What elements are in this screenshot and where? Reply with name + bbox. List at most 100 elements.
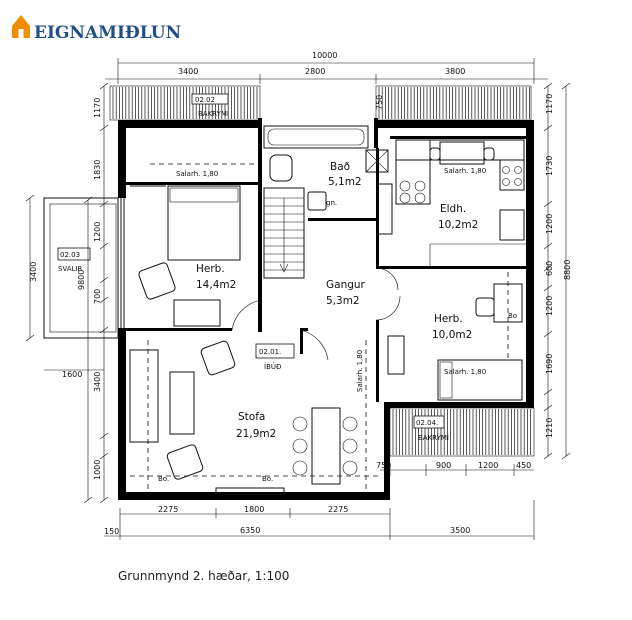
dimension-tick [99, 242, 109, 250]
dimension-tick [99, 82, 109, 90]
drawing-caption: Grunnmynd 2. hæðar, 1:100 [118, 569, 289, 583]
dim-br-1200: 1200 [478, 461, 498, 470]
dim-right-6: 1690 [545, 354, 554, 374]
room-eldh-name: Eldh. [440, 203, 466, 215]
dim-top-2: 2800 [305, 67, 325, 76]
bottom-dimensions: 2275 1800 2275 6350 3500 150 750 900 120… [104, 461, 535, 540]
dim-bottom-3: 2275 [328, 505, 348, 514]
dim-bottom-2: 1800 [244, 505, 264, 514]
dim-left-6: 3400 [93, 372, 102, 392]
dimension-tick [99, 326, 109, 334]
salarh-3: Salarh. 1,80 [444, 368, 486, 376]
bakrymi-top: 02.02 BAKRÝMI [109, 85, 532, 121]
dim-br-900: 900 [436, 461, 451, 470]
dimension-tick [561, 82, 571, 90]
room-eldh-area: 10,2m2 [438, 219, 478, 231]
dimension-tick [99, 124, 109, 132]
salarh-1: Salarh. 1,80 [176, 170, 218, 178]
dim-left-3: 1200 [93, 222, 102, 242]
dimension-tick [99, 296, 109, 304]
svalir-code: 02.03 [60, 251, 80, 259]
left-dimensions: 1170 1830 1200 9800 700 3400 1000 3400 1… [25, 82, 384, 504]
dim-left-1: 1170 [93, 98, 102, 118]
dimension-tick [99, 496, 109, 504]
room-herb-right-area: 10,0m2 [432, 329, 472, 341]
dim-left-2: 1830 [93, 160, 102, 180]
bakrymi-bottom: 02.04. BAKRÝMI [389, 407, 535, 457]
dimension-tick [543, 404, 553, 412]
room-labels: Bað 5,1m2 gn. Eldh. 10,2m2 Herb. 14,4m2 … [158, 161, 517, 483]
dimension-tick [25, 334, 35, 342]
dim-right-total: 8800 [563, 260, 572, 280]
top-dimensions: 10000 3400 2800 3800 [105, 51, 548, 84]
dimension-tick [99, 276, 109, 284]
dim-bottom-total-2: 3500 [450, 526, 470, 535]
dim-right-1: 1170 [545, 94, 554, 114]
stairs [263, 187, 305, 279]
bedroom-left [130, 163, 254, 327]
room-stofa-name: Stofa [238, 411, 265, 423]
dim-right-7: 1210 [545, 418, 554, 438]
house-icon [12, 15, 30, 38]
dim-right-5: 1200 [545, 296, 554, 316]
bedroom-right [387, 272, 523, 401]
bo-2: Bo. [262, 475, 273, 483]
living-room [129, 340, 380, 495]
dimension-tick [83, 496, 93, 504]
dimension-tick [99, 200, 109, 208]
bo-3: Bo [508, 312, 517, 320]
dim-left-7: 1000 [93, 460, 102, 480]
dim-left-3400: 3400 [29, 262, 38, 282]
dimension-tick [99, 452, 109, 460]
gangur-area [231, 267, 401, 361]
dimension-tick [99, 432, 109, 440]
label-gn: gn. [326, 199, 337, 207]
dimension-tick [543, 330, 553, 338]
room-herb-left-name: Herb. [196, 263, 225, 275]
dim-right-2: 1730 [545, 156, 554, 176]
dim-left-5: 700 [93, 289, 102, 304]
dimension-tick [543, 388, 553, 396]
room-bad-area: 5,1m2 [328, 176, 362, 188]
room-gangur-area: 5,3m2 [326, 295, 360, 307]
room-herb-left-area: 14,4m2 [196, 279, 236, 291]
dimension-tick [25, 194, 35, 202]
dimension-tick [543, 264, 553, 272]
dim-bottom-1: 2275 [158, 505, 178, 514]
dimension-tick [543, 200, 553, 208]
bakrymi-top-label: BAKRÝMI [198, 109, 229, 118]
svalir: 02.03 SVALIR [43, 197, 119, 339]
dim-left-1600: 1600 [62, 370, 82, 379]
dim-step-750: 750 [375, 95, 384, 110]
dim-left-4: 9800 [77, 270, 86, 290]
outer-walls [118, 118, 534, 500]
dimension-tick [543, 242, 553, 250]
room-gangur-name: Gangur [326, 279, 366, 291]
dim-bottom-150: 150 [104, 527, 119, 536]
dimension-tick [83, 196, 93, 204]
ibud-code: 02.01. [259, 348, 281, 356]
bathroom-fixtures [263, 125, 393, 235]
dim-top-total: 10000 [312, 51, 337, 60]
bo-1: Bo. [158, 475, 169, 483]
bakrymi-bottom-code: 02.04. [416, 419, 438, 427]
room-stofa-area: 21,9m2 [236, 428, 276, 440]
eignamidlun-logo: EIGNAMIÐLUN [12, 15, 181, 43]
dim-top-1: 3400 [178, 67, 198, 76]
right-dimensions: 1170 1730 1200 600 1200 1690 1210 8800 [543, 82, 572, 460]
dim-br-450: 450 [516, 461, 531, 470]
ibud-label: ÍBÚÐ [264, 362, 282, 371]
dimension-tick [561, 452, 571, 460]
room-bad-name: Bað [330, 161, 350, 173]
dim-right-3: 1200 [545, 214, 554, 234]
dim-top-3: 3800 [445, 67, 465, 76]
dimension-tick [543, 452, 553, 460]
room-herb-right-name: Herb. [434, 313, 463, 325]
svalir-label: SVALIR [58, 265, 83, 273]
dimension-tick [543, 124, 553, 132]
logo-text: EIGNAMIÐLUN [34, 23, 181, 43]
dimension-tick [543, 284, 553, 292]
kitchen-fixtures [395, 139, 526, 266]
dim-right-4: 600 [545, 261, 554, 276]
